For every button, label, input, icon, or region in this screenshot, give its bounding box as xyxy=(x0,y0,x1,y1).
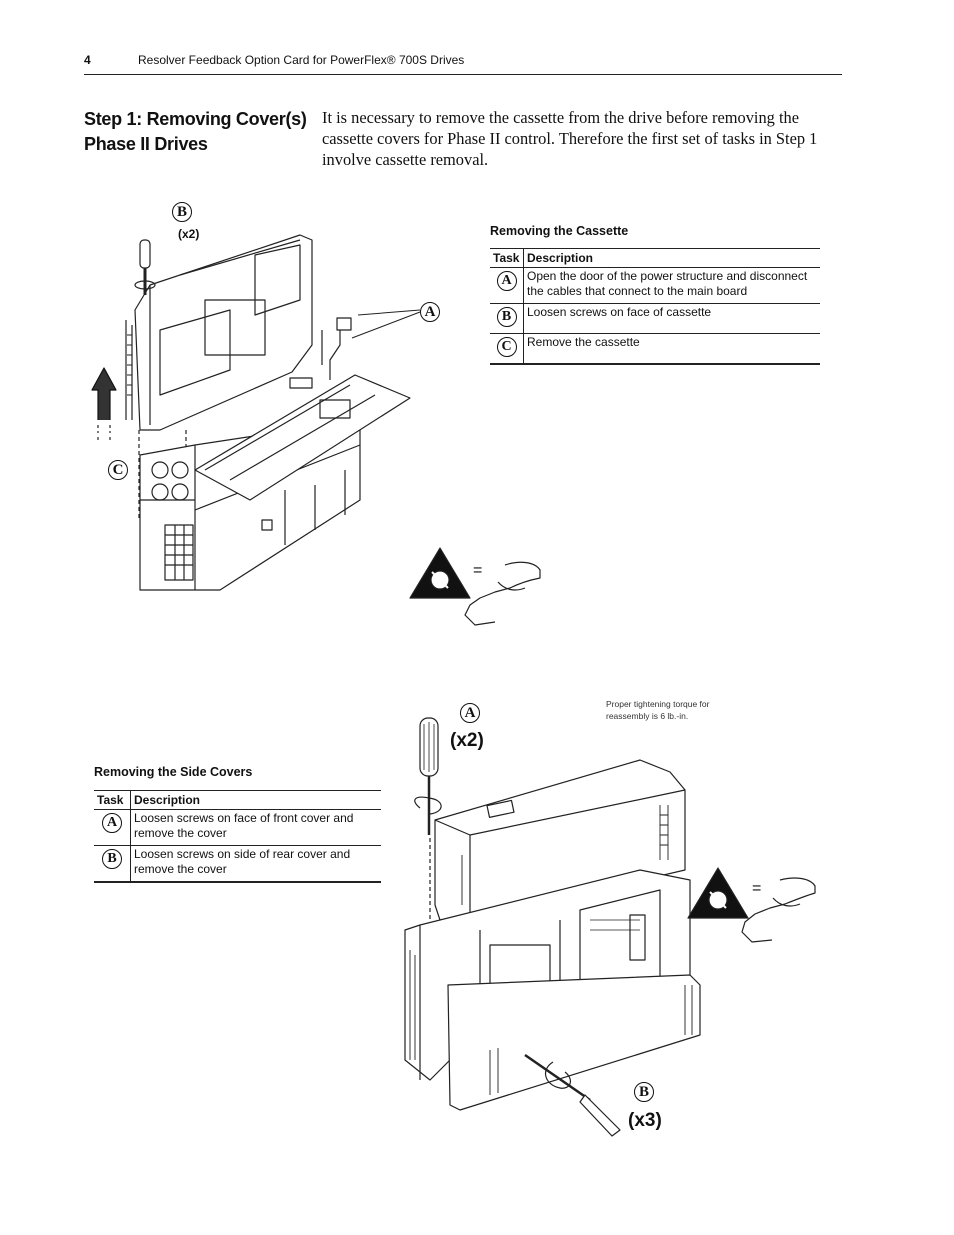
cassette-task-table: Task Description A Open the door of the … xyxy=(490,248,820,365)
table-row: A Loosen screws on face of front cover a… xyxy=(94,809,381,846)
side-covers-task-table: Task Description A Loosen screws on face… xyxy=(94,790,381,883)
task-description: Remove the cassette xyxy=(523,333,820,365)
intro-paragraph: It is necessary to remove the cassette f… xyxy=(322,108,818,169)
task-column-header: Task xyxy=(94,790,131,810)
esd-equals-sign: = xyxy=(752,880,762,897)
callout-b: B xyxy=(634,1082,654,1102)
task-description: Open the door of the power structure and… xyxy=(523,267,820,304)
task-letter: A xyxy=(102,813,122,833)
callout-a: A xyxy=(420,302,440,322)
esd-equals-sign: = xyxy=(473,562,483,579)
callout-c: C xyxy=(108,460,128,480)
task-letter: B xyxy=(496,307,517,327)
table-row: B Loosen screws on face of cassette xyxy=(490,303,820,334)
header-divider xyxy=(84,74,842,75)
task-letter: C xyxy=(496,337,517,357)
table-row: A Open the door of the power structure a… xyxy=(490,267,820,304)
task-description: Loosen screws on face of cassette xyxy=(523,303,820,334)
task-letter: B xyxy=(102,849,122,869)
table-row: C Remove the cassette xyxy=(490,333,820,365)
description-column-header: Description xyxy=(130,790,381,810)
task-description: Loosen screws on side of rear cover and … xyxy=(130,845,381,883)
side-covers-table-title: Removing the Side Covers xyxy=(94,765,253,779)
callout-a-count: (x2) xyxy=(450,730,484,751)
section-title: Step 1: Removing Cover(s) Phase II Drive… xyxy=(84,109,307,154)
torque-note: Proper tightening torque for reassembly … xyxy=(606,699,710,721)
description-column-header: Description xyxy=(523,248,820,268)
task-description: Loosen screws on face of front cover and… xyxy=(130,809,381,846)
table-row: B Loosen screws on side of rear cover an… xyxy=(94,845,381,883)
callout-a: A xyxy=(460,703,480,723)
callout-b-count: (x2) xyxy=(178,227,200,241)
callout-b: B xyxy=(172,202,192,222)
callout-b-count: (x3) xyxy=(628,1110,662,1131)
running-header: Resolver Feedback Option Card for PowerF… xyxy=(138,53,465,67)
task-column-header: Task xyxy=(490,248,524,268)
cassette-table-title: Removing the Cassette xyxy=(490,224,629,238)
page-number: 4 xyxy=(84,53,91,67)
task-letter: A xyxy=(496,271,517,291)
